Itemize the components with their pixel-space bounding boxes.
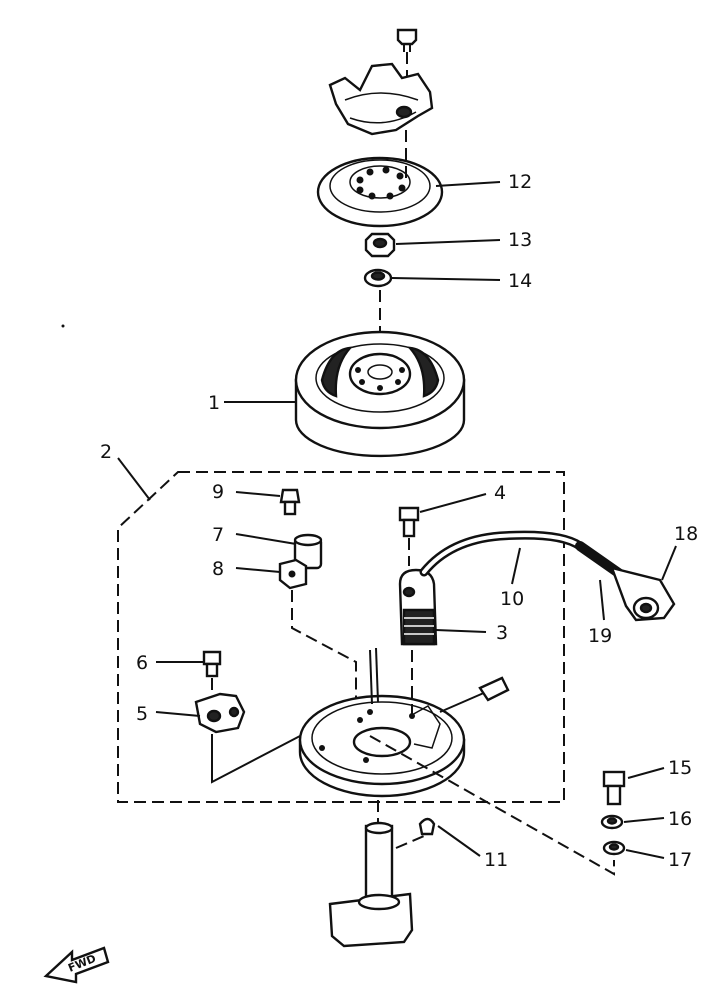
crankshaft (328, 821, 414, 948)
callout-18: 18 (674, 523, 698, 545)
screw-6 (202, 650, 222, 678)
callout-13: 13 (508, 229, 532, 251)
bracket-leader (211, 734, 301, 784)
callout-11: 11 (484, 849, 508, 871)
flywheel-washer (363, 268, 393, 288)
washer-17 (602, 840, 626, 856)
callout-4: 4 (494, 482, 506, 504)
lighting-coil-bracket (194, 692, 246, 734)
flywheel-nut (364, 232, 396, 258)
callout-17: 17 (668, 849, 692, 871)
flywheel (294, 330, 466, 458)
callout-5: 5 (136, 703, 148, 725)
leader-7 (235, 533, 297, 545)
charge-coil (398, 568, 438, 646)
leader-12 (435, 181, 501, 187)
leader-10 (511, 547, 521, 585)
screw-9 (279, 488, 301, 516)
top-bracket (328, 62, 434, 136)
callout-15: 15 (668, 757, 692, 779)
ground-lead (439, 691, 487, 713)
callout-3: 3 (496, 622, 508, 644)
lead-terminal (478, 676, 510, 702)
coil-bracket (278, 558, 308, 590)
callout-16: 16 (668, 808, 692, 830)
leader-14 (391, 277, 501, 281)
leader-5 (155, 711, 201, 717)
fwd-arrow: FWD (43, 946, 110, 984)
flywheel-plate (316, 156, 444, 228)
callout-12: 12 (508, 171, 532, 193)
callout-9: 9 (212, 481, 224, 503)
plate-to-17-leader (369, 735, 615, 876)
key-leader (395, 835, 425, 849)
callout-6: 6 (136, 652, 148, 674)
bolt-15 (602, 770, 626, 806)
wire-lead-b (375, 647, 379, 703)
callout-7: 7 (212, 524, 224, 546)
leader-8 (235, 567, 281, 573)
screw-4 (398, 506, 420, 538)
leader-4 (419, 493, 487, 513)
leader-9 (235, 491, 281, 497)
leader-16 (623, 817, 665, 823)
pulser-coil (293, 533, 323, 570)
callout-1: 1 (208, 392, 220, 414)
speck (61, 324, 65, 328)
top-screw (396, 28, 418, 52)
callout-8: 8 (212, 558, 224, 580)
leader-11 (437, 825, 481, 857)
leader-17 (625, 849, 665, 859)
callout-19: 19 (588, 625, 612, 647)
leader-18 (661, 545, 677, 581)
stator-base-plate (298, 694, 466, 798)
wire-lead-a (369, 649, 373, 705)
leader-2 (117, 457, 151, 501)
leader-19 (599, 579, 605, 621)
woodruff-key (418, 817, 436, 836)
leader-3 (435, 629, 487, 633)
stator-assembly-boundary (117, 471, 565, 803)
callout-14: 14 (508, 270, 532, 292)
leader-15 (627, 767, 665, 779)
spring-washer-16 (600, 814, 624, 830)
callout-10: 10 (500, 588, 524, 610)
leader-13 (395, 239, 501, 245)
callout-2: 2 (100, 441, 112, 463)
spark-plug-cap (610, 566, 676, 622)
coil-path (291, 590, 357, 716)
